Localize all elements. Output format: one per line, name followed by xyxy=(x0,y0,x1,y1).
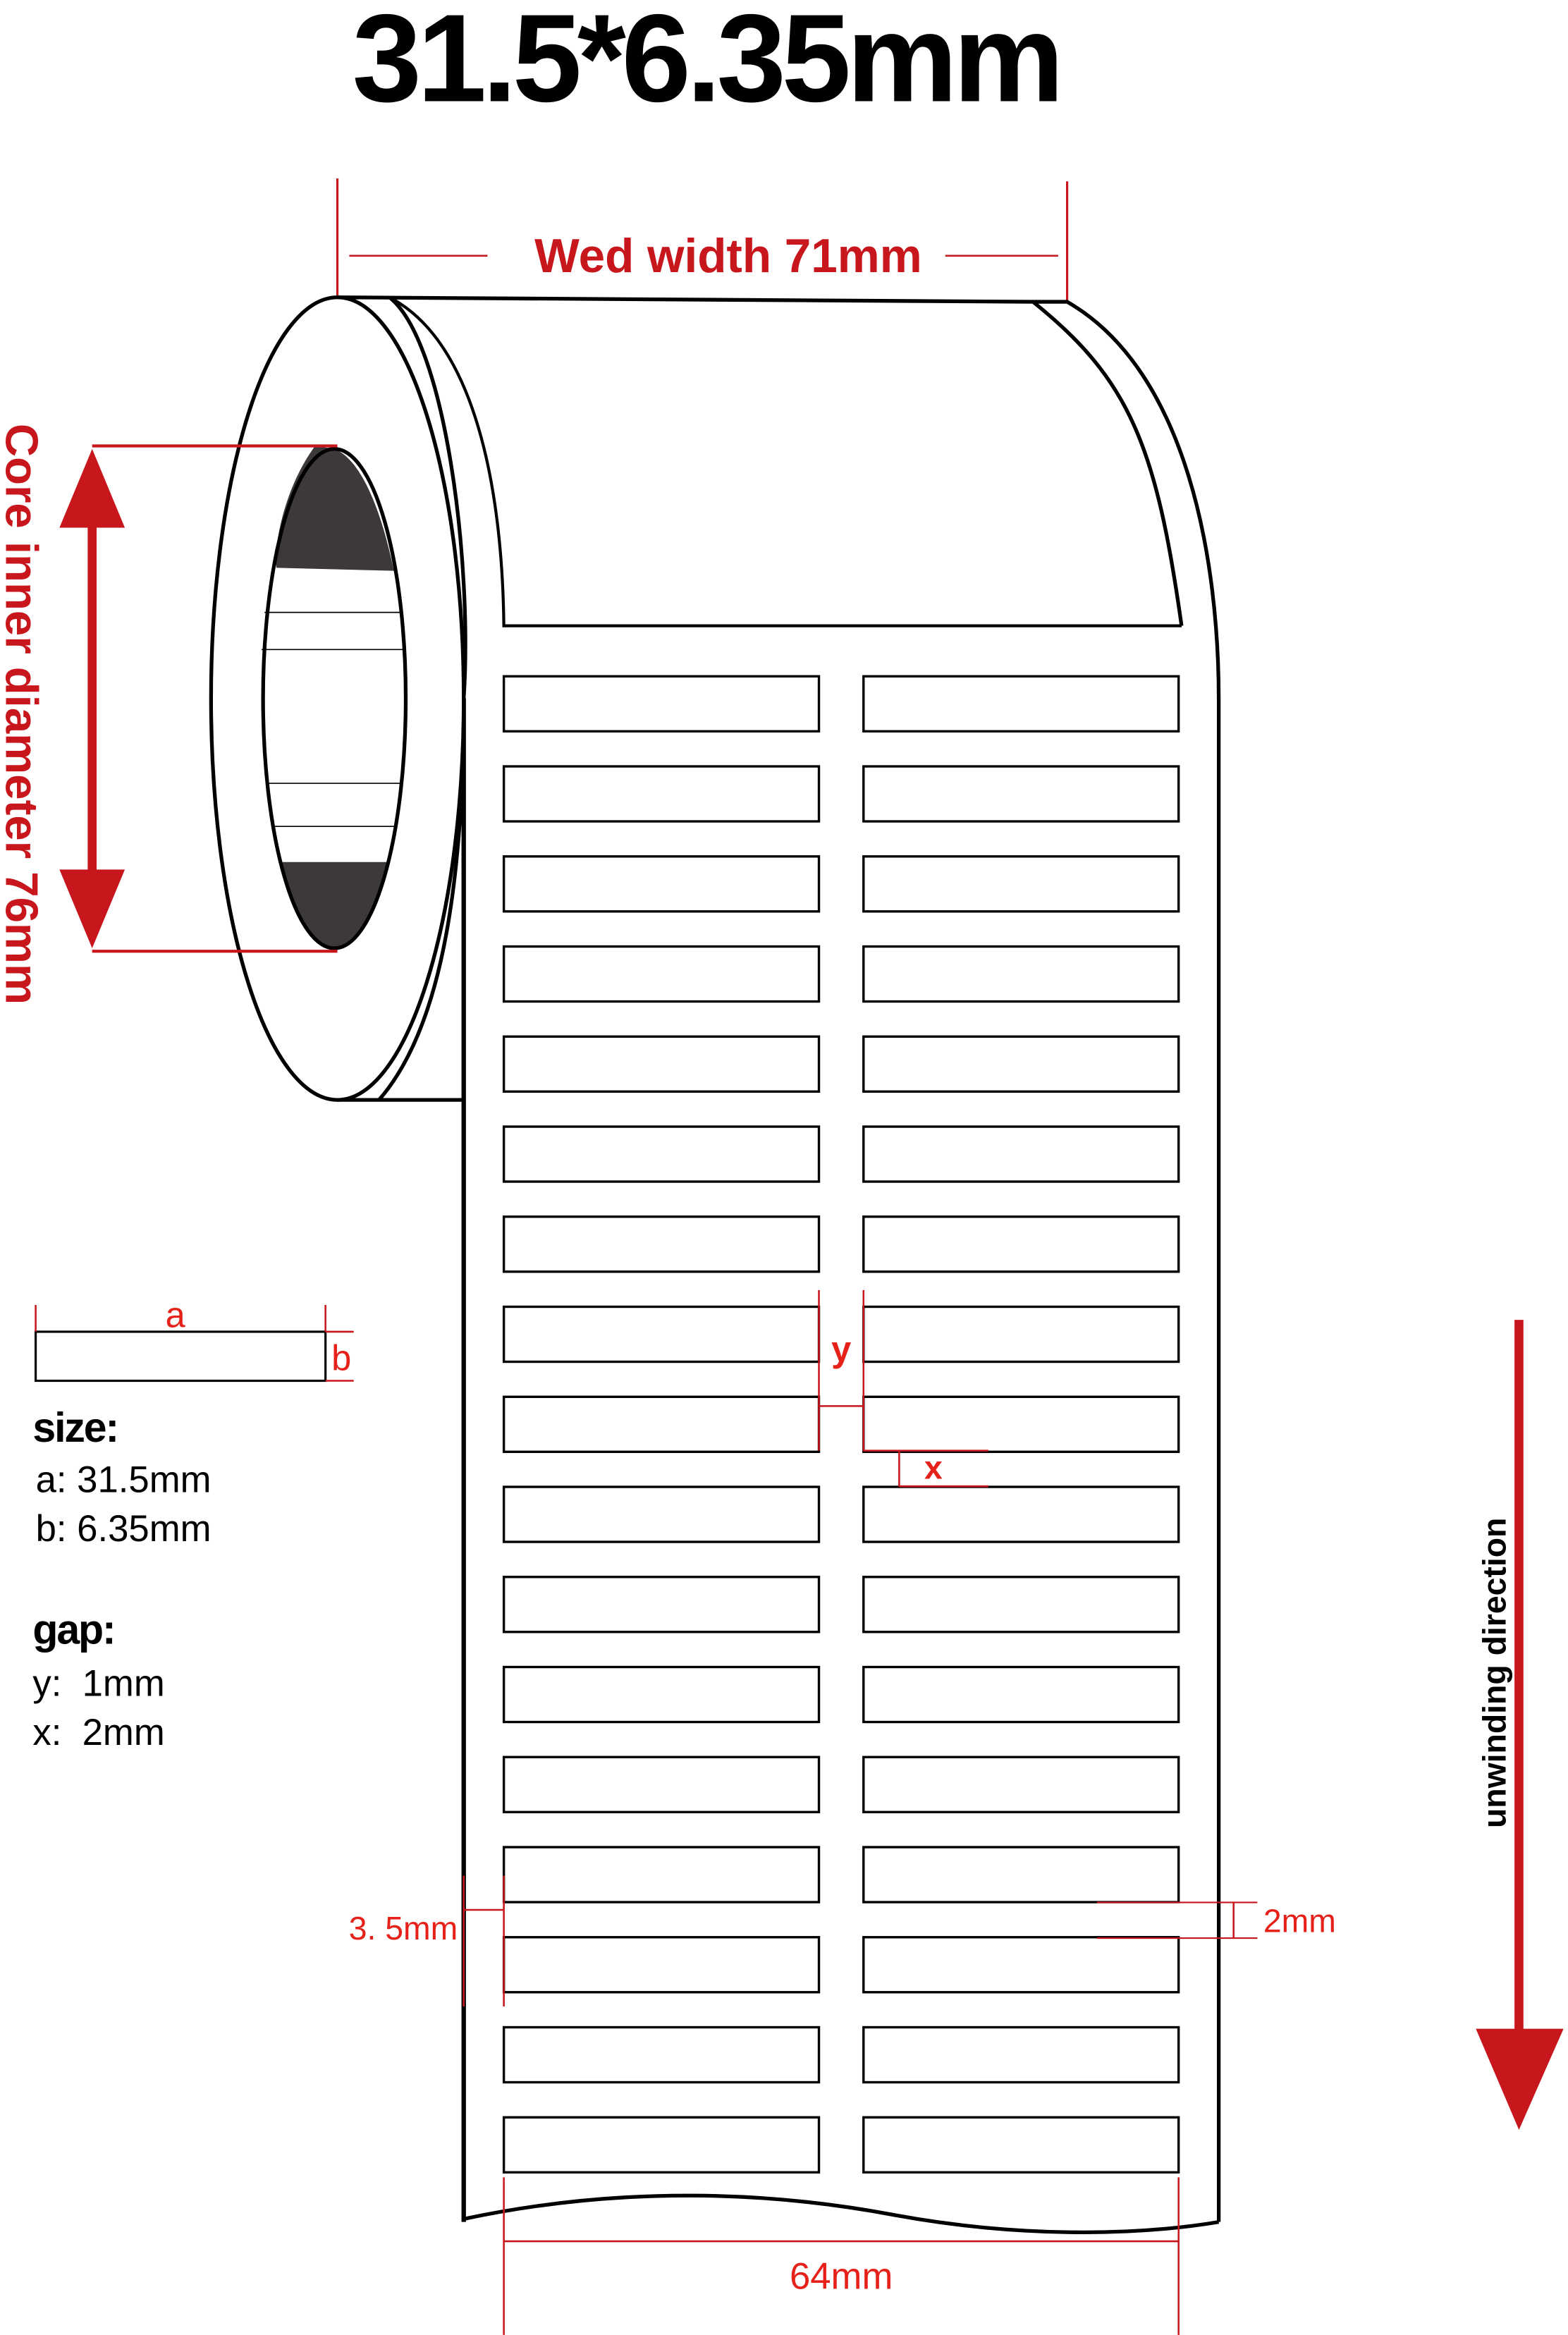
core-diameter-label: Core inner diameter 76mm xyxy=(0,424,47,1005)
margin-dimensions: 3. 5mm 2mm 64mm xyxy=(349,1875,1336,2335)
size-heading: size: xyxy=(32,1404,118,1451)
label-rectangle xyxy=(502,1665,821,1724)
web-width-dimension: Wed width 71mm xyxy=(336,178,1069,300)
label-rectangle xyxy=(502,1395,821,1453)
label-rectangle xyxy=(862,1485,1180,1543)
gap-heading: gap: xyxy=(32,1607,114,1653)
gap-x-value: x: 2mm xyxy=(32,1712,164,1753)
label-rectangle xyxy=(862,675,1180,733)
label-rectangle xyxy=(862,2116,1180,2174)
label-rectangle xyxy=(502,1305,821,1363)
core-dark-bottom xyxy=(282,862,390,949)
label-rectangle xyxy=(502,765,821,823)
label-rectangle xyxy=(862,1846,1180,1904)
label-rectangle xyxy=(862,1665,1180,1724)
size-a-value: a: 31.5mm xyxy=(36,1459,212,1501)
label-rectangle xyxy=(502,1576,821,1634)
direction-label: unwinding direction xyxy=(1476,1518,1512,1828)
gap-dimensions: y x xyxy=(818,1289,988,1488)
label-rectangle xyxy=(862,1576,1180,1634)
label-rectangle xyxy=(502,1755,821,1813)
label-rectangle xyxy=(502,1035,821,1093)
roll-side-face xyxy=(209,295,466,1102)
label-roll xyxy=(209,295,1221,2234)
label-rectangle xyxy=(502,1936,821,1994)
label-rectangle xyxy=(502,945,821,1003)
label-grid xyxy=(502,675,1180,2174)
size-b-value: b: 6.35mm xyxy=(36,1508,212,1550)
core-inner-ellipse xyxy=(261,447,408,950)
label-rectangle xyxy=(862,1215,1180,1273)
label-rectangle xyxy=(862,1125,1180,1183)
liner-width-label: 64mm xyxy=(790,2256,893,2298)
gap-y-value: y: 1mm xyxy=(32,1662,164,1704)
arrow-up-icon xyxy=(59,448,125,528)
arrow-down-icon xyxy=(1476,2028,1564,2130)
right-margin-label: 2mm xyxy=(1263,1903,1336,1939)
label-rectangle xyxy=(862,945,1180,1003)
label-rectangle xyxy=(862,2025,1180,2084)
label-rectangle xyxy=(862,1755,1180,1813)
label-rectangle xyxy=(862,1305,1180,1363)
web-width-label: Wed width 71mm xyxy=(534,230,922,283)
label-rectangle xyxy=(862,1936,1180,1994)
label-rectangle xyxy=(502,1125,821,1183)
gap-y-mark: y xyxy=(831,1329,851,1369)
core-diameter-dimension: Core inner diameter 76mm xyxy=(0,424,338,1005)
label-rectangle xyxy=(862,1035,1180,1093)
label-rectangle xyxy=(502,1485,821,1543)
label-rectangle xyxy=(862,855,1180,913)
label-rectangle xyxy=(862,1395,1180,1453)
side-margin-label: 3. 5mm xyxy=(349,1910,458,1947)
label-rectangle xyxy=(502,2025,821,2084)
label-rectangle xyxy=(502,1215,821,1273)
label-rectangle xyxy=(862,765,1180,823)
label-rectangle xyxy=(502,855,821,913)
label-rectangle xyxy=(502,675,821,733)
gap-x-mark: x xyxy=(924,1450,943,1486)
unwinding-direction: unwinding direction xyxy=(1476,1320,1564,2130)
page-title: 31.5*6.35mm xyxy=(353,0,1060,128)
size-legend: a b size: a: 31.5mm b: 6.35mm gap: y: 1m… xyxy=(32,1295,354,1753)
core-dark-top xyxy=(276,446,394,571)
label-rectangle xyxy=(502,2116,821,2174)
b-dimension-mark: b xyxy=(331,1338,351,1378)
arrow-down-icon xyxy=(59,869,125,949)
label-rectangle xyxy=(502,1846,821,1904)
a-dimension-mark: a xyxy=(166,1295,186,1335)
